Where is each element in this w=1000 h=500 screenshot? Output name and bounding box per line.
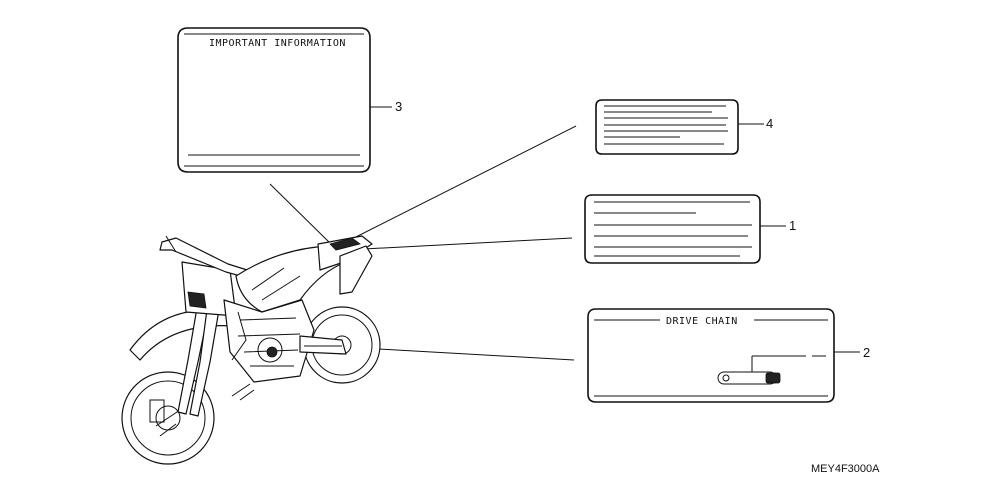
callout-3: 3 xyxy=(395,99,402,114)
leader-line-4-bike xyxy=(337,125,577,247)
callout-4: 4 xyxy=(766,116,773,131)
callout-2: 2 xyxy=(863,345,870,360)
diagram-code: MEY4F3000A xyxy=(811,463,880,475)
label-1[interactable] xyxy=(584,194,761,264)
label-2-drive-chain[interactable]: DRIVE CHAIN xyxy=(587,308,835,403)
leader-line-3-bike xyxy=(269,183,334,247)
label-3-important-information[interactable]: IMPORTANT INFORMATION xyxy=(177,27,371,173)
chain-adjuster-icon xyxy=(717,371,781,385)
motorcycle-illustration xyxy=(121,235,381,465)
leader-line-1-bike xyxy=(344,237,573,251)
callout-1: 1 xyxy=(789,218,796,233)
drive-chain-text: DRIVE CHAIN xyxy=(666,316,738,327)
leader-line-2-bike xyxy=(359,347,575,361)
important-information-text: IMPORTANT INFORMATION xyxy=(209,38,346,49)
label-4[interactable] xyxy=(595,99,739,155)
